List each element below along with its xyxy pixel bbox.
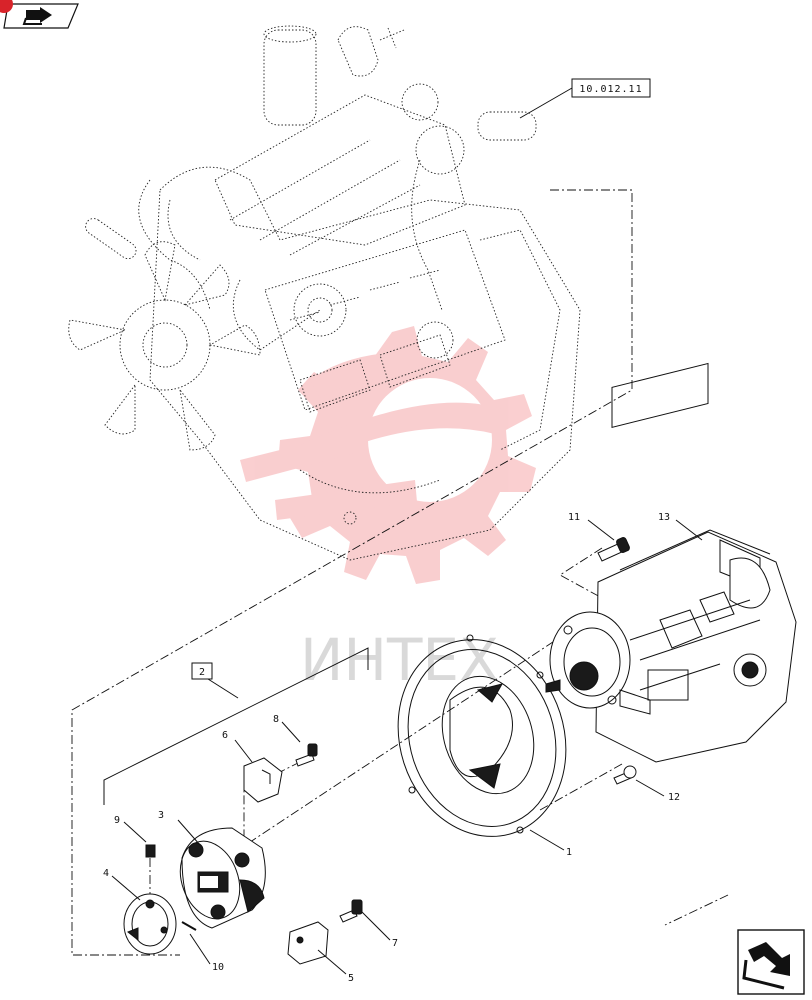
- callout-11: 11: [568, 512, 580, 523]
- callout-13: 13: [658, 512, 670, 523]
- hydraulic-pump: [545, 362, 797, 763]
- notification-badge: [0, 0, 13, 13]
- bracket-6: [243, 757, 283, 803]
- next-page-arrow-icon: [22, 7, 52, 25]
- next-page-button[interactable]: [3, 3, 79, 29]
- callout-4: 4: [103, 868, 109, 879]
- bolt-7: [339, 899, 363, 923]
- engine-fan: [68, 241, 261, 451]
- reference-code: 10.012.11: [579, 84, 642, 95]
- group-number: 2: [199, 667, 205, 678]
- bracket-5: [287, 921, 329, 965]
- group-bracket: [103, 647, 369, 805]
- callout-1: 1: [566, 847, 572, 858]
- flywheel-housing: [397, 634, 567, 837]
- leader-lines: [111, 519, 703, 975]
- set-screw-9: [145, 844, 156, 858]
- group-box[interactable]: 2: [191, 662, 213, 680]
- pin-10: [181, 921, 197, 931]
- bolt-11: [597, 537, 630, 562]
- callout-3: 3: [158, 810, 164, 821]
- callout-9: 9: [114, 815, 120, 826]
- bolt-12: [613, 765, 637, 785]
- engine-assembly: [68, 25, 581, 561]
- hub: [123, 893, 177, 955]
- watermark-text: ИНТЕХ: [300, 626, 499, 694]
- bolt-8: [295, 743, 318, 767]
- coupling: [179, 827, 266, 929]
- callout-6: 6: [222, 730, 228, 741]
- callout-labels: 1 3 4 5 6 7 8 9 10 11 12 13: [103, 512, 680, 984]
- watermark-logo: [240, 326, 536, 584]
- callout-5: 5: [348, 973, 354, 984]
- callout-12: 12: [668, 792, 680, 803]
- previous-page-button[interactable]: [737, 929, 805, 995]
- reference-box[interactable]: 10.012.11: [571, 78, 651, 98]
- callout-8: 8: [273, 714, 279, 725]
- callout-7: 7: [392, 938, 398, 949]
- previous-page-arrow-icon: [742, 942, 790, 990]
- callout-10: 10: [212, 962, 224, 973]
